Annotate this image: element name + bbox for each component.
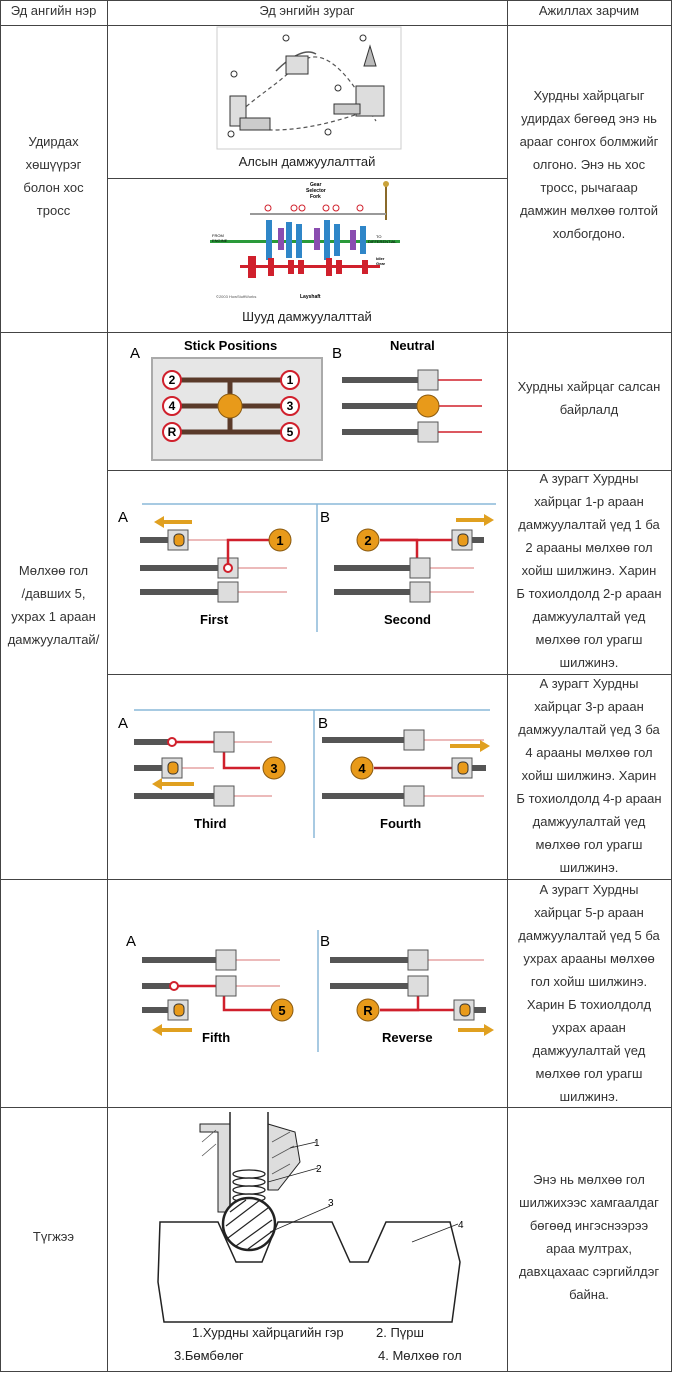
detent-lock-drawing: 1 2 3 4: [157, 1112, 464, 1323]
row4-name: Түгжээ: [32, 1229, 75, 1244]
svg-text:A: A: [126, 933, 136, 950]
svg-text:Fifth: Fifth: [202, 1030, 230, 1045]
svg-text:Gear: Gear: [376, 261, 386, 266]
svg-text:5: 5: [278, 1003, 285, 1018]
svg-text:First: First: [200, 612, 229, 627]
svg-text:3: 3: [287, 399, 294, 413]
svg-text:4: 4: [458, 1220, 464, 1231]
svg-text:ENGINE: ENGINE: [212, 238, 228, 243]
svg-text:B: B: [318, 715, 328, 732]
svg-text:1: 1: [314, 1138, 320, 1149]
svg-text:Selector: Selector: [306, 188, 326, 194]
svg-text:1: 1: [276, 533, 283, 548]
caption-direct: Шууд дамжуулалттай: [242, 309, 372, 324]
svg-text:Fork: Fork: [310, 194, 321, 200]
svg-text:B: B: [320, 933, 330, 950]
svg-text:Fourth: Fourth: [380, 816, 421, 831]
header-principle: Ажиллах зарчим: [538, 3, 640, 18]
svg-text:Reverse: Reverse: [382, 1030, 433, 1045]
svg-text:Gear: Gear: [310, 182, 321, 188]
svg-text:FROM: FROM: [212, 233, 224, 238]
svg-text:R: R: [363, 1003, 373, 1018]
svg-text:3: 3: [328, 1198, 334, 1209]
svg-text:DIFFERENTIAL: DIFFERENTIAL: [368, 239, 397, 244]
svg-text:2: 2: [169, 373, 176, 387]
fig-label-b: B: [332, 345, 342, 362]
svg-text:©2003 HowStuffWorks: ©2003 HowStuffWorks: [216, 294, 256, 299]
stick-positions-figure: A Stick Positions 2 4 R 1 3 5 B Neutral: [130, 338, 482, 461]
svg-text:3: 3: [270, 761, 277, 776]
header-name: Эд ангийн нэр: [10, 3, 97, 18]
legend-3: 3.Бөмбөлөг: [174, 1348, 244, 1363]
svg-text:1: 1: [287, 373, 294, 387]
svg-text:2: 2: [364, 533, 371, 548]
remote-shifter-drawing: [216, 26, 402, 150]
svg-text:5: 5: [287, 425, 294, 439]
svg-text:2: 2: [316, 1164, 322, 1175]
legend-1: 1.Хурдны хайрцагийн гэр: [192, 1325, 344, 1340]
svg-text:Third: Third: [194, 816, 227, 831]
svg-text:4: 4: [358, 761, 366, 776]
caption-remote: Алсын дамжуулалттай: [238, 154, 376, 169]
fig-label-a: A: [130, 345, 140, 362]
stick-title: Stick Positions: [184, 338, 277, 353]
svg-text:A: A: [118, 715, 128, 732]
header-image: Эд энгийн зураг: [259, 3, 355, 18]
svg-text:Second: Second: [384, 612, 431, 627]
svg-text:Idler: Idler: [376, 256, 385, 261]
svg-text:4: 4: [169, 399, 176, 413]
third-fourth-figure: A B 3 Third 4 Fourth: [118, 709, 490, 838]
svg-text:Layshaft: Layshaft: [300, 294, 321, 300]
svg-text:TO: TO: [376, 234, 381, 239]
legend-4: 4. Мөлхөө гол: [378, 1348, 462, 1363]
svg-text:B: B: [320, 509, 330, 526]
fifth-reverse-figure: A B 5 Fifth R Reverse: [126, 930, 494, 1052]
neutral-title: Neutral: [390, 338, 435, 353]
svg-text:A: A: [118, 509, 128, 526]
svg-text:R: R: [168, 425, 177, 439]
first-second-figure: A B 1 First 2 Second: [118, 503, 496, 632]
legend-2: 2. Пүрш: [376, 1325, 424, 1340]
